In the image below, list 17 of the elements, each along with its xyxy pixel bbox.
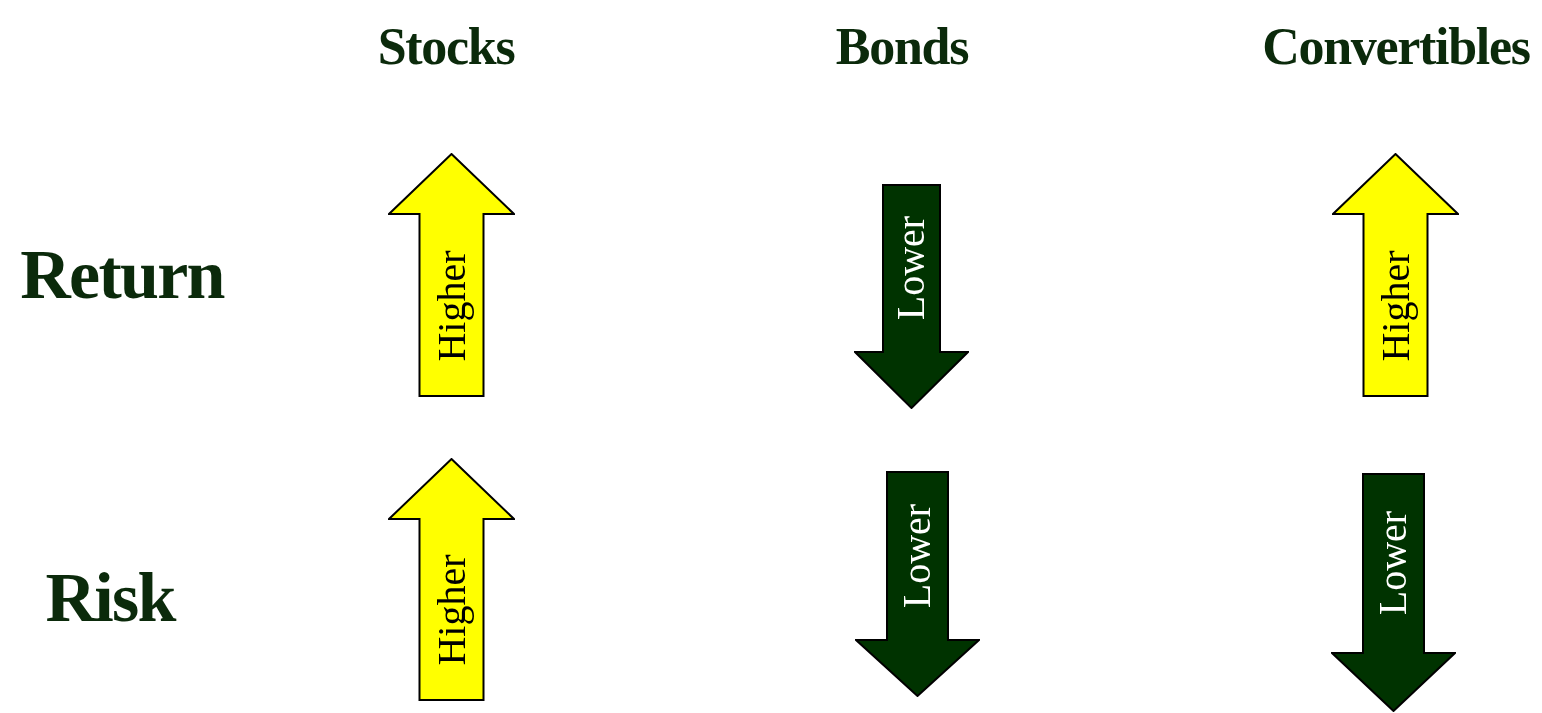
arrow-label: Lower: [891, 215, 932, 321]
arrow-label: Higher: [431, 554, 472, 666]
up-arrow-shape: [388, 153, 515, 397]
row-heading: Risk: [45, 558, 175, 638]
column-heading: Convertibles: [1262, 17, 1530, 77]
column-heading: Stocks: [377, 17, 515, 77]
arrow-label: Lower: [897, 503, 938, 608]
down-arrow-shape: [1331, 473, 1456, 712]
arrow-label: Higher: [1375, 249, 1416, 362]
column-heading: Bonds: [835, 17, 969, 77]
row-heading: Return: [20, 235, 224, 315]
up-arrow-shape: [1332, 153, 1459, 397]
down-arrow-shape: [855, 471, 980, 697]
down-arrow-shape: [854, 184, 969, 409]
arrow-label: Higher: [431, 249, 472, 362]
arrow-label: Lower: [1373, 510, 1414, 616]
up-arrow-shape: [388, 458, 515, 701]
